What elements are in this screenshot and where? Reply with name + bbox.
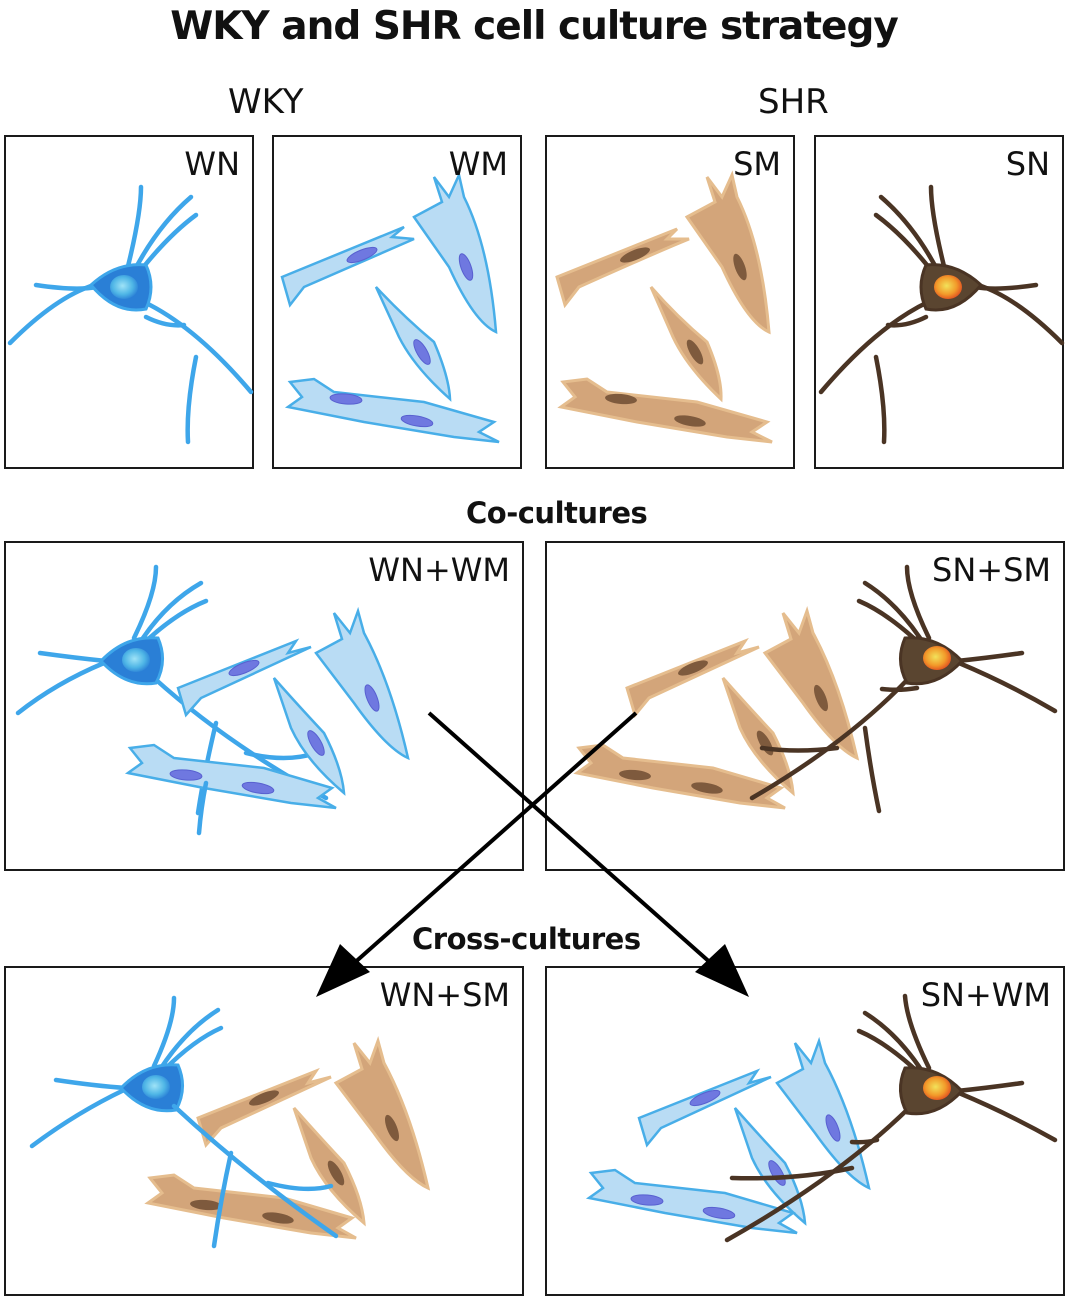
wn-sm-crossculture-illustration [29,995,431,1249]
panel-label-wm: WM [448,145,508,183]
strain-label-shr: SHR [758,82,829,122]
wky-coculture-illustration [15,564,410,836]
panel-sn: SN [814,135,1065,469]
panel-label-sn-wm: SN+WM [920,976,1051,1014]
panel-label-wn-wm: WN+WM [368,551,510,589]
section-label-cross-cultures: Cross-cultures [412,922,641,956]
shr-myocytes-illustration [555,170,773,444]
wky-neuron-illustration [7,184,254,445]
panel-label-sn: SN [1005,145,1050,183]
panel-wn-sm: WN+SM [4,966,524,1296]
panel-wn: WN [4,135,254,469]
wky-myocytes-illustration [280,171,500,444]
panel-wn-wm: WN+WM [4,541,524,871]
panel-sn-sm: SN+SM [545,541,1065,871]
panel-wm: WM [272,135,522,469]
strain-label-wky: WKY [228,82,304,122]
sn-wm-crossculture-illustration [585,993,1058,1243]
panel-label-wn-sm: WN+SM [379,976,510,1014]
panel-label-wn: WN [184,145,240,183]
panel-sn-wm: SN+WM [545,966,1065,1296]
shr-neuron-illustration [818,184,1065,445]
panel-label-sn-sm: SN+SM [932,551,1051,589]
panel-label-sm: SM [733,145,781,183]
section-label-co-cultures: Co-cultures [466,496,648,530]
shr-coculture-illustration [573,564,1058,814]
panel-sm: SM [545,135,795,469]
figure-title: WKY and SHR cell culture strategy [170,4,899,49]
